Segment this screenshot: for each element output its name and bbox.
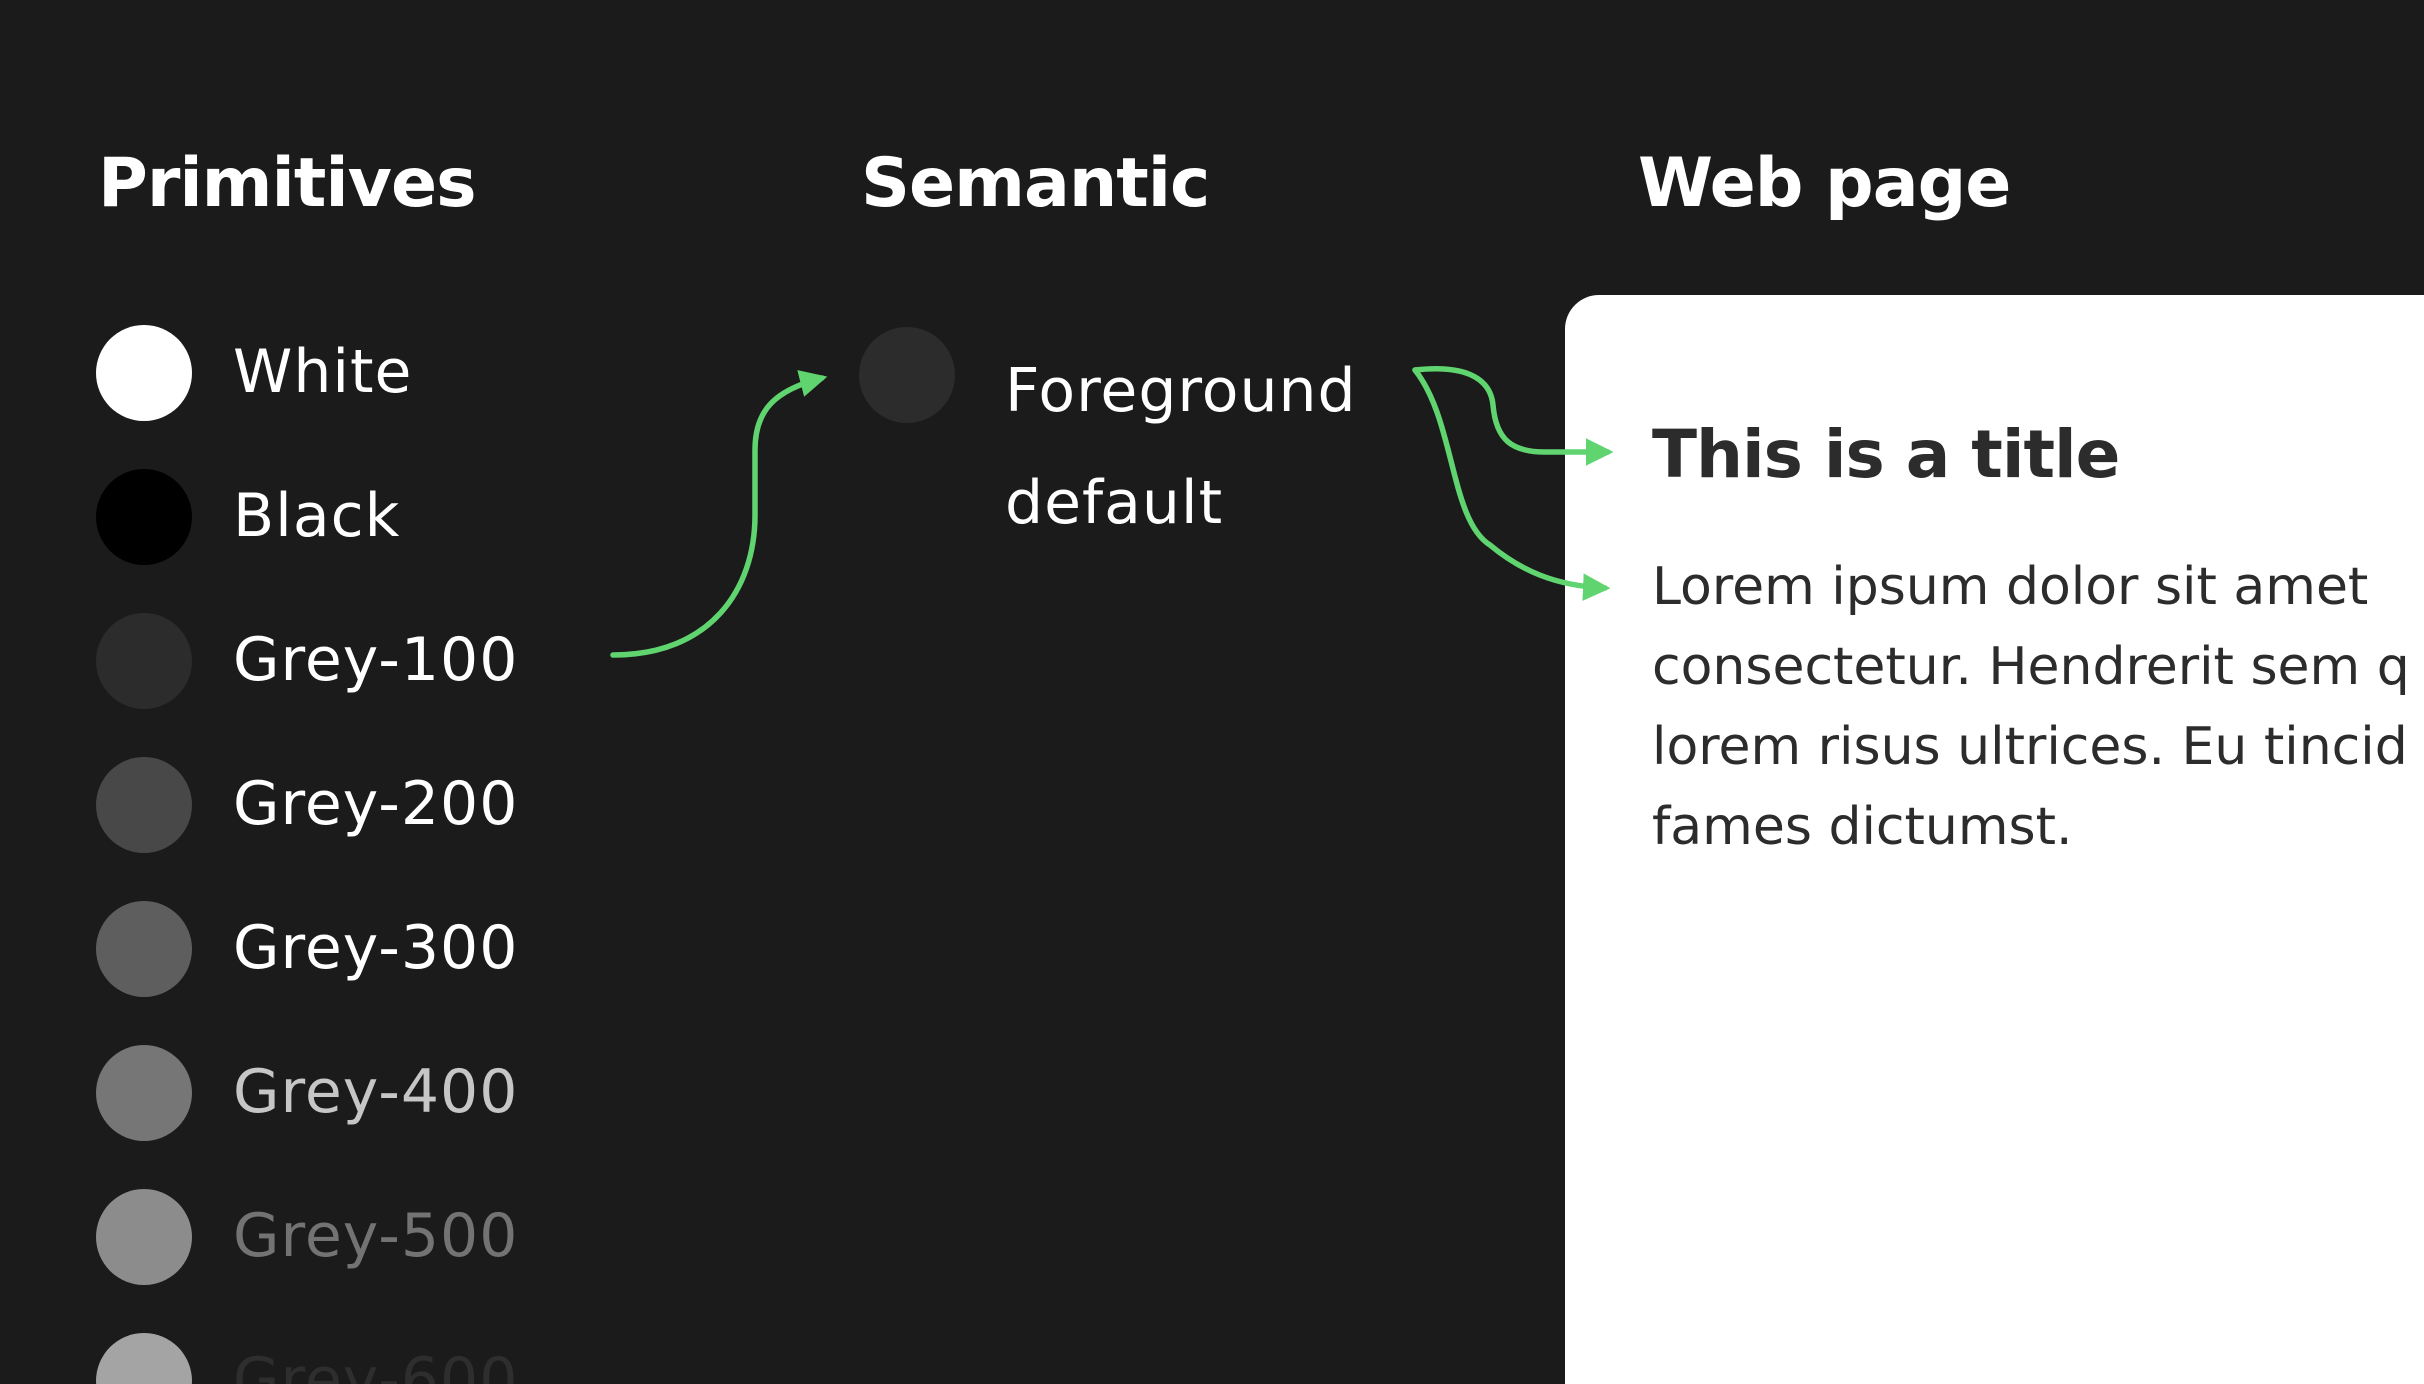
primitives-heading: Primitives — [98, 144, 477, 223]
arrow-semantic-to-title — [1412, 366, 1614, 466]
label-grey-100: Grey-100 — [233, 625, 519, 695]
semantic-heading: Semantic — [861, 144, 1210, 223]
semantic-token-label: Foreground default — [1005, 335, 1405, 559]
semantic-swatch-foreground-default — [859, 327, 955, 423]
label-white: White — [233, 337, 413, 407]
swatch-grey-300 — [96, 901, 192, 997]
label-grey-400: Grey-400 — [233, 1057, 519, 1127]
swatch-grey-500 — [96, 1189, 192, 1285]
swatch-grey-100 — [96, 613, 192, 709]
swatch-grey-400 — [96, 1045, 192, 1141]
body-line-3: lorem risus ultrices. Eu tincid — [1652, 717, 2408, 777]
semantic-label-line-1: Foreground — [1005, 356, 1357, 426]
swatch-white — [96, 325, 192, 421]
body-line-4: fames dictumst. — [1652, 797, 2073, 857]
web-page-heading: Web page — [1638, 144, 2011, 223]
body-line-2: consectetur. Hendrerit sem q — [1652, 637, 2410, 697]
label-grey-200: Grey-200 — [233, 769, 519, 839]
swatch-grey-200 — [96, 757, 192, 853]
label-grey-300: Grey-300 — [233, 913, 519, 983]
label-grey-500: Grey-500 — [233, 1201, 519, 1271]
label-grey-600: Grey-600 — [233, 1345, 519, 1384]
web-page-preview-card: This is a title Lorem ipsum dolor sit am… — [1565, 295, 2424, 1384]
preview-title: This is a title — [1652, 416, 2120, 493]
swatch-black — [96, 469, 192, 565]
body-line-1: Lorem ipsum dolor sit amet — [1652, 557, 2369, 617]
semantic-label-line-2: default — [1005, 468, 1224, 538]
preview-body-text: Lorem ipsum dolor sit amet consectetur. H… — [1652, 547, 2424, 867]
label-black: Black — [233, 481, 401, 551]
arrow-primitive-to-semantic — [610, 370, 828, 658]
arrow-semantic-to-body — [1412, 367, 1611, 601]
